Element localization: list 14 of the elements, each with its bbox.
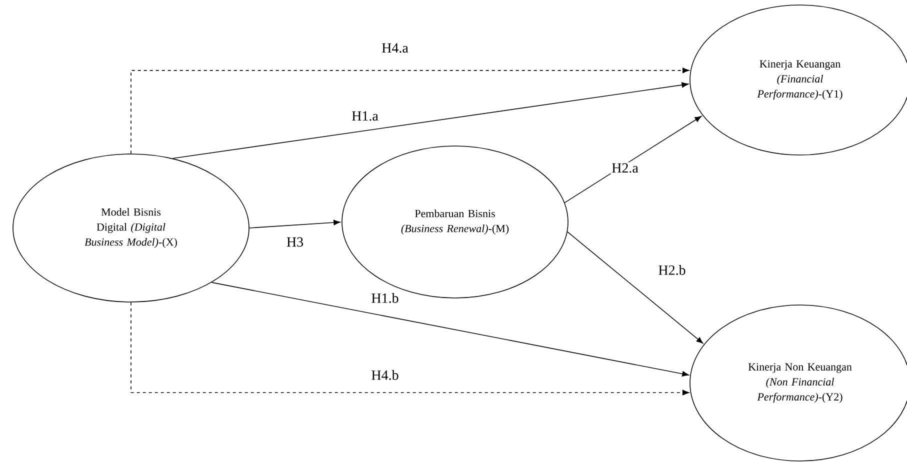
arrow <box>249 220 340 228</box>
edge-label: H3 <box>285 236 305 248</box>
arrow <box>172 82 689 159</box>
edge-label: H2.a <box>610 162 640 174</box>
edge-label: H1.a <box>350 110 380 122</box>
edge-label: H2.b <box>657 264 687 276</box>
arrow <box>564 116 702 204</box>
arrow <box>130 302 690 396</box>
ellipse-node: Model Bisnis Digital (Digital Business Model)-(X) <box>12 154 250 302</box>
arrow <box>211 282 689 377</box>
edge-label: H4.a <box>380 42 410 54</box>
edge-label: H4.b <box>370 369 400 381</box>
arrow <box>130 68 690 154</box>
arrow <box>567 231 704 344</box>
